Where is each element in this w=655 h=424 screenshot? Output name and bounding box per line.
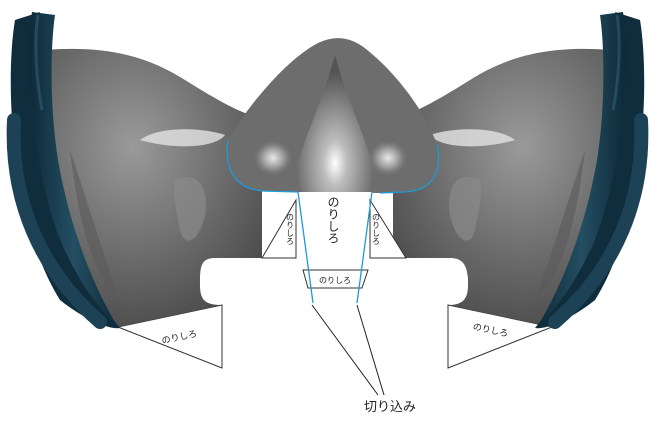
cut-label: 切り込み <box>364 400 416 415</box>
cut-leader-left <box>312 305 378 395</box>
nose-left-bump <box>251 138 295 178</box>
glue-tab-label-small: のりしろ <box>319 276 351 285</box>
glue-tab-label-nose-right: のりしろ <box>372 213 381 245</box>
cut-leader-right <box>357 305 384 395</box>
glue-tab-label-center: のりしろ <box>326 196 340 244</box>
glue-tab-label-nose-left: のりしろ <box>286 213 295 245</box>
